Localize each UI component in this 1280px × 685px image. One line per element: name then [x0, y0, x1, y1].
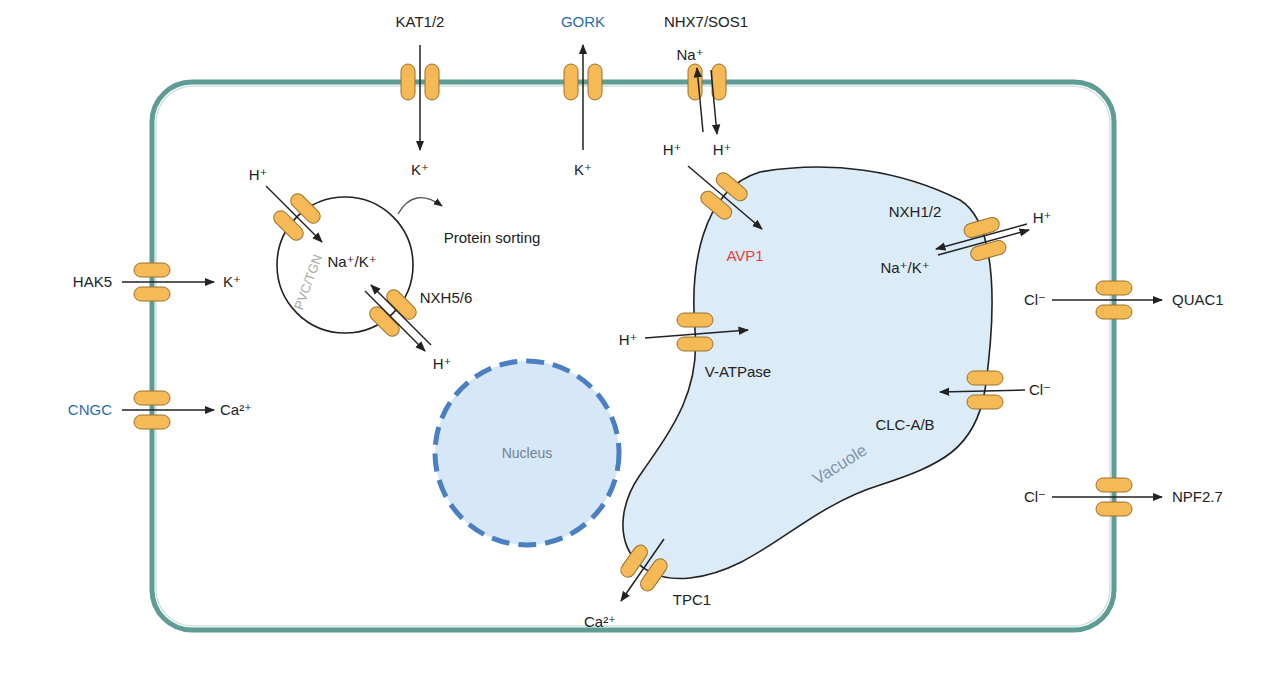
ion-flow-arrow	[645, 330, 748, 338]
ion-label: Na⁺/K⁺	[327, 253, 376, 271]
cell-membrane	[152, 82, 1114, 630]
ion-flow-arrow	[697, 68, 703, 132]
ion-label: Na⁺/K⁺	[880, 259, 929, 277]
ion-flow-arrow	[582, 45, 584, 150]
ion-flow-arrow	[938, 230, 1029, 255]
ion-label: H⁺	[713, 141, 732, 159]
ion-label: H⁺	[619, 331, 638, 349]
protein-label: NPF2.7	[1172, 488, 1223, 506]
vacuole: Vacuole	[600, 150, 1020, 600]
nucleus: Nucleus	[432, 358, 622, 548]
ion-flow-arrow	[419, 45, 421, 150]
protein-label: CLC-A/B	[875, 416, 934, 434]
protein-label: AVP1	[726, 247, 763, 265]
ion-flow-arrow	[936, 224, 1027, 249]
ion-label: Cl⁻	[1029, 381, 1051, 399]
ion-flow-arrow	[365, 291, 425, 351]
ion-label: K⁺	[411, 161, 429, 179]
protein-label: HAK5	[73, 273, 112, 291]
ion-flow-arrow	[688, 166, 762, 229]
protein-label: GORK	[561, 13, 605, 31]
transporter-protein	[367, 287, 419, 339]
ion-label: Cl⁻	[1024, 488, 1046, 506]
ion-label: H⁺	[1033, 209, 1052, 227]
ion-flow-arrow	[122, 409, 214, 411]
transporter-protein	[688, 64, 726, 100]
ion-flow-arrow	[621, 539, 664, 601]
ion-flow-arrow	[1052, 299, 1162, 301]
protein-label: NXH5/6	[420, 289, 473, 307]
sorting-arrow	[398, 198, 442, 214]
protein-label: V-ATPase	[705, 363, 771, 381]
ion-label: H⁺	[433, 355, 452, 373]
protein-label: CNGC	[68, 401, 112, 419]
protein-label: QUAC1	[1172, 291, 1224, 309]
vacuole-outline	[600, 150, 1020, 600]
transporter-protein	[962, 216, 1007, 262]
ion-label: Ca²⁺	[584, 613, 616, 631]
ion-flow-arrow	[266, 186, 322, 242]
protein-label: TPC1	[673, 591, 711, 609]
protein-label: KAT1/2	[396, 13, 445, 31]
ion-label: K⁺	[223, 273, 241, 291]
protein-label: NXH1/2	[889, 203, 942, 221]
ion-label: H⁺	[249, 166, 268, 184]
ion-flow-arrow	[122, 281, 214, 283]
nucleus-label: Nucleus	[502, 445, 553, 461]
transporter-protein	[677, 313, 713, 351]
protein-label: NHX7/SOS1	[664, 13, 748, 31]
ion-label: Cl⁻	[1024, 291, 1046, 309]
ion-label: K⁺	[574, 161, 592, 179]
ion-label: Ca²⁺	[220, 401, 252, 419]
ion-label: H⁺	[663, 141, 682, 159]
protein-label: Protein sorting	[444, 229, 541, 247]
ion-label: Na⁺	[676, 46, 703, 64]
ion-flow-arrow	[940, 390, 1025, 392]
ion-flow-arrow	[711, 70, 717, 134]
cell-membrane-inner	[156, 86, 1110, 626]
ion-flow-arrow	[1052, 496, 1162, 498]
